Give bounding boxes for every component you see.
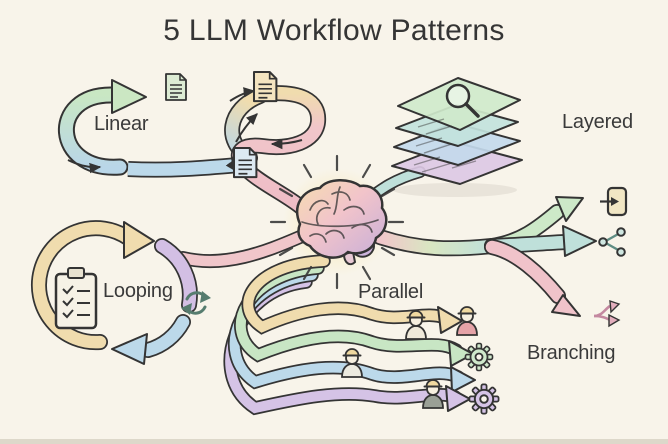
fork-arrow-icon [593,299,621,328]
gear-icon [464,342,494,372]
linear-start-arrowhead [111,79,147,114]
magnifier-icon [445,83,480,118]
door-in-icon [600,186,628,217]
branch-arrowhead [555,196,584,222]
page-title: 5 LLM Workflow Patterns [163,14,505,47]
label-branching: Branching [527,342,616,364]
stream-arrowhead [437,306,463,334]
stream-arrowhead [448,340,474,367]
refresh-icon [181,291,211,315]
label-layered: Layered [562,111,633,133]
bottom-edge [0,439,668,444]
gear-icon [468,383,500,415]
label-looping: Looping [103,280,173,302]
brain-icon [269,154,405,290]
clipboard-checklist-icon [54,267,98,330]
cycle-bottom-arrowhead [111,333,148,365]
looping-cycle [30,220,307,365]
layer-sheet-green [397,77,521,131]
radiating-lines [269,154,405,290]
linear-flow [57,70,327,216]
stream-arrowhead [450,366,476,393]
document-icon [165,73,187,101]
label-parallel: Parallel [358,281,424,303]
layered-stack [358,77,523,208]
branch-arrowhead [562,225,597,257]
brain-stem [342,250,357,266]
branching-arrows [372,186,628,328]
layer-sketch-lines [413,118,477,173]
cycle-top-arrowhead [123,221,155,259]
share-icon [598,227,626,257]
branch-arrowhead [551,294,581,317]
brain-cortex [295,179,388,259]
brain-gyri [301,186,379,243]
parallel-streams [223,254,500,416]
document-icon [252,70,278,103]
stream-arrowhead [445,385,471,412]
label-linear: Linear [94,113,149,135]
worker-icon [405,310,427,340]
document-icon [232,146,258,179]
